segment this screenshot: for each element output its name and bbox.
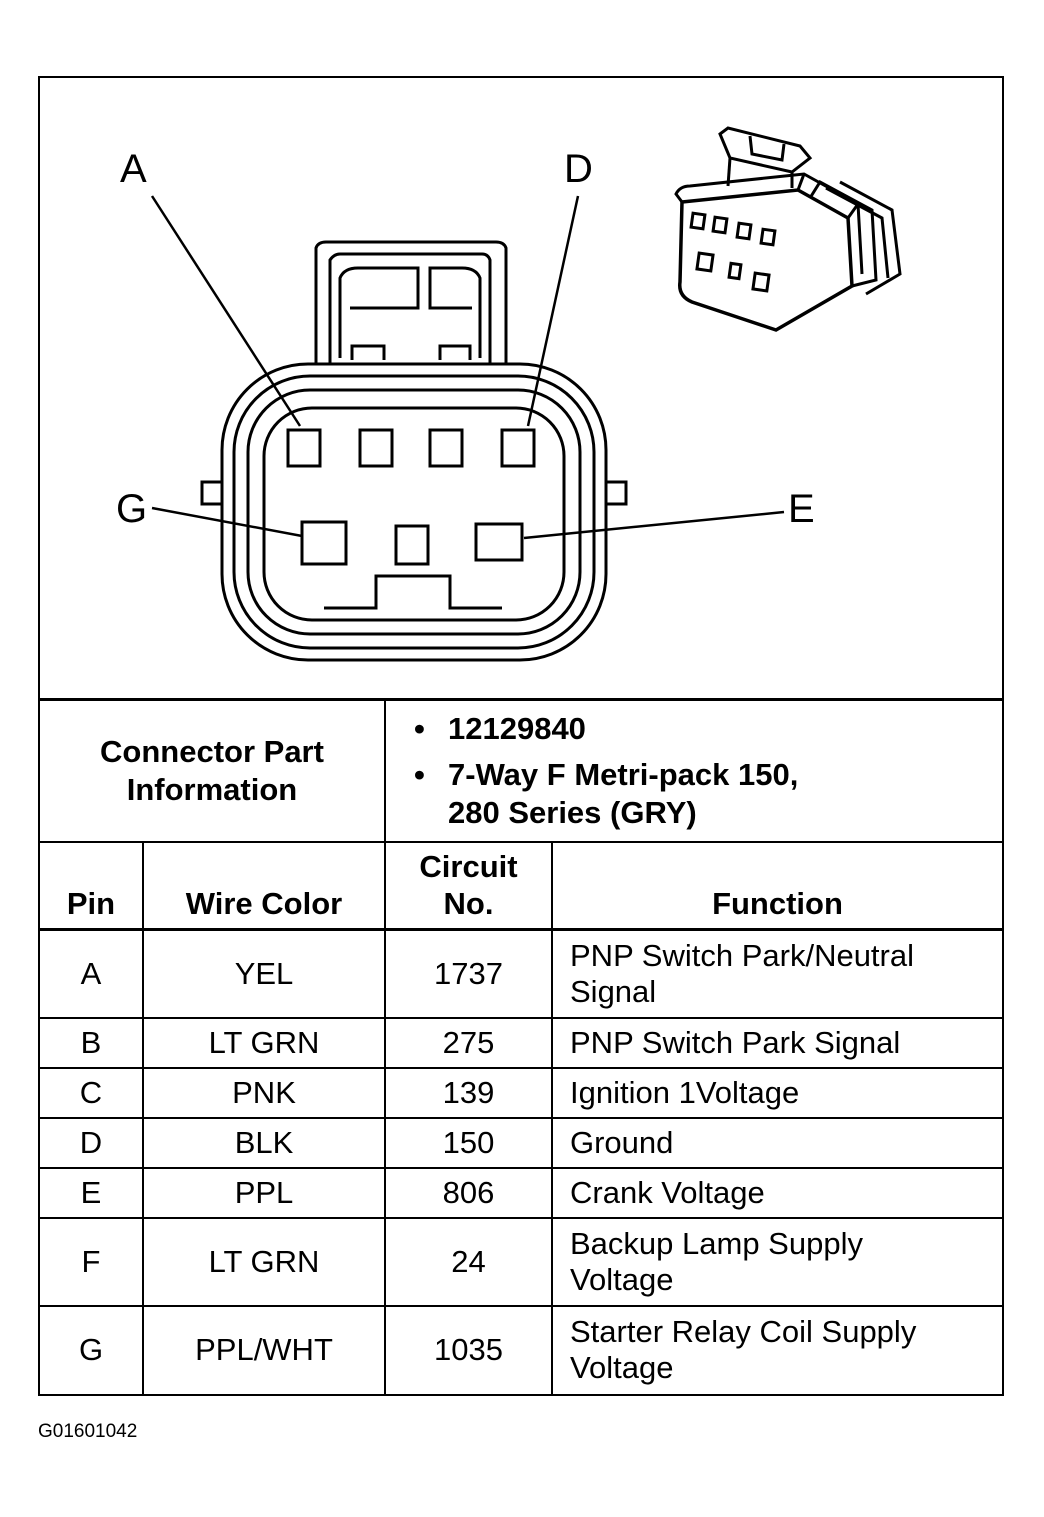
cavity-e	[474, 522, 524, 562]
header-circuit-no: Circuit No.	[384, 840, 553, 931]
pin-cell: E	[40, 1166, 144, 1219]
connector-body-outer	[220, 362, 608, 662]
leader-a	[150, 195, 302, 427]
header-row: Pin Wire Color Circuit No. Function	[40, 840, 1002, 931]
wire-color-cell: PNK	[142, 1066, 386, 1119]
function-cell: Ground	[551, 1116, 1002, 1169]
cavity-g	[300, 520, 348, 566]
pin-cell: D	[40, 1116, 144, 1169]
pinout-table: Connector Part Information 12129840 7-Wa…	[40, 698, 1002, 1394]
pin-cell: C	[40, 1066, 144, 1119]
connector-info-label: Connector Part Information	[40, 698, 386, 843]
circuit-cell: 806	[384, 1166, 553, 1219]
figure-id: G01601042	[38, 1421, 138, 1442]
connector-figure: A D G E	[38, 76, 1004, 1396]
cavity-f	[394, 524, 430, 566]
wire-color-cell: LT GRN	[142, 1216, 386, 1307]
part-number: 12129840	[414, 710, 1002, 748]
circuit-cell: 139	[384, 1066, 553, 1119]
function-line: Ground	[570, 1124, 674, 1160]
circuit-cell: 1737	[384, 928, 553, 1019]
wire-color-cell: BLK	[142, 1116, 386, 1169]
cavity-d	[500, 428, 536, 468]
function-line: PNP Switch Park Signal	[570, 1024, 901, 1060]
circuit-cell: 1035	[384, 1304, 553, 1394]
wire-color-cell: PPL/WHT	[142, 1304, 386, 1394]
cavity-a	[286, 428, 322, 468]
leader-e	[523, 510, 785, 540]
isometric-connector-view	[674, 126, 902, 332]
wire-color-cell: YEL	[142, 928, 386, 1019]
function-cell: Crank Voltage	[551, 1166, 1002, 1219]
leader-d	[526, 195, 580, 427]
function-cell: Ignition 1Voltage	[551, 1066, 1002, 1119]
pin-cell: G	[40, 1304, 144, 1394]
side-tab-right	[604, 480, 628, 506]
pin-cell: B	[40, 1016, 144, 1069]
header-pin: Pin	[40, 840, 144, 931]
circuit-cell: 275	[384, 1016, 553, 1069]
function-line: Voltage	[570, 1350, 674, 1385]
cavity-c	[428, 428, 464, 468]
function-line: Starter Relay Coil Supply	[570, 1314, 917, 1349]
connector-description-line2: 280 Series (GRY)	[448, 794, 697, 830]
function-line: Ignition 1Voltage	[570, 1074, 800, 1110]
function-line: Voltage	[570, 1261, 674, 1297]
latch-outline	[314, 240, 508, 364]
connector-description-line1: 7-Way F Metri-pack 150,	[414, 756, 1002, 794]
callout-d: D	[564, 147, 593, 191]
connector-face-diagram: A D G E	[40, 78, 1002, 698]
function-line: Backup Lamp Supply	[570, 1225, 863, 1261]
circuit-cell: 24	[384, 1216, 553, 1307]
connector-drawing: A D G E	[116, 126, 902, 662]
function-line: Signal	[570, 973, 657, 1009]
connector-info-details: 12129840 7-Way F Metri-pack 150, 280 Ser…	[384, 698, 1002, 843]
function-line: Crank Voltage	[570, 1174, 765, 1210]
header-wire-color: Wire Color	[142, 840, 386, 931]
function-line: PNP Switch Park/Neutral	[570, 937, 914, 973]
callout-e: E	[788, 487, 815, 531]
side-tab-left	[200, 480, 224, 506]
circuit-cell: 150	[384, 1116, 553, 1169]
leader-g	[151, 506, 303, 538]
pin-cell: A	[40, 928, 144, 1019]
wire-color-cell: PPL	[142, 1166, 386, 1219]
cavity-b	[358, 428, 394, 468]
function-cell: PNP Switch Park Signal	[551, 1016, 1002, 1069]
polarization-key	[324, 574, 502, 610]
connector-info-row: Connector Part Information 12129840 7-Wa…	[40, 698, 1002, 843]
wire-color-cell: LT GRN	[142, 1016, 386, 1069]
pin-cell: F	[40, 1216, 144, 1307]
callout-g: G	[116, 487, 147, 531]
header-function: Function	[551, 840, 1002, 931]
callout-a: A	[120, 147, 147, 191]
